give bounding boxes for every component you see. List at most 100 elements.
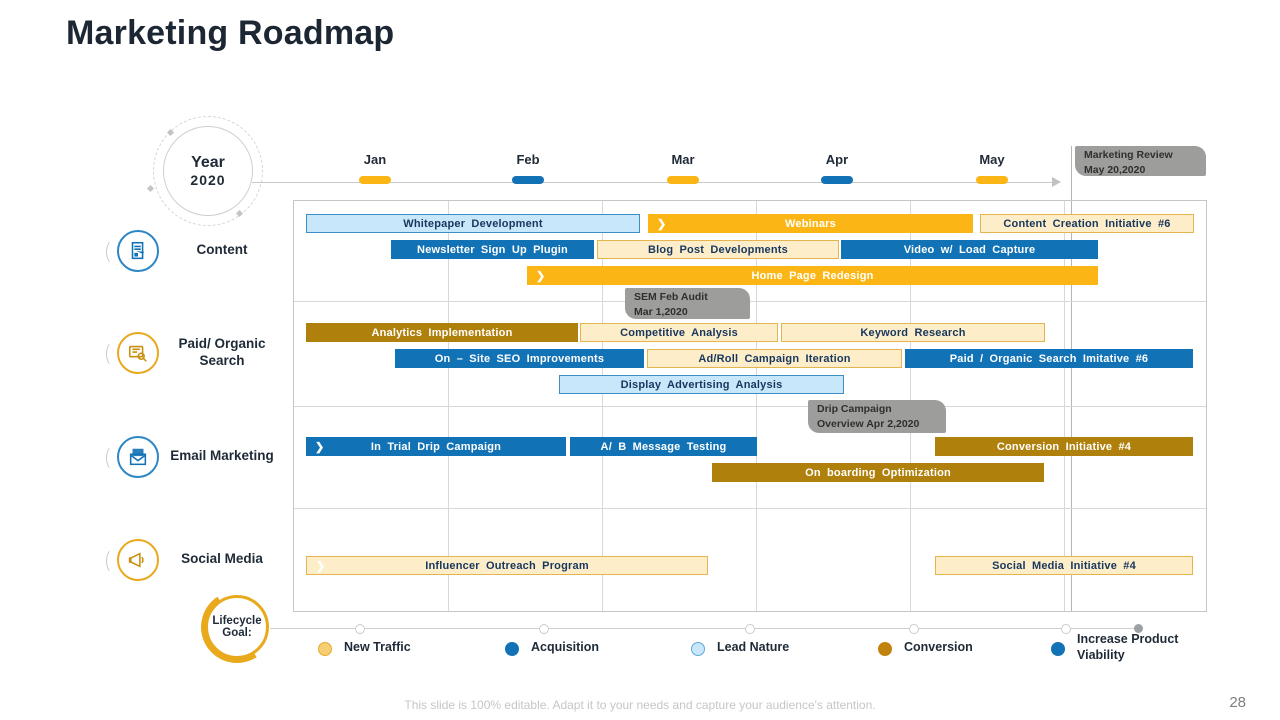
- bar-label: Influencer Outreach Program: [425, 559, 589, 572]
- month-label: Apr: [825, 152, 849, 167]
- bar-conversion-initiative-4: Conversion Initiative #4: [935, 437, 1193, 456]
- bar-analytics-implementation: Analytics Implementation: [306, 323, 578, 342]
- row-label-social-media: Social Media: [181, 551, 263, 566]
- callout-line1: Drip Campaign: [817, 403, 892, 415]
- legend-label: New Traffic: [344, 640, 411, 654]
- email-icon: [117, 436, 159, 478]
- timeline-month-feb: Feb: [483, 152, 573, 184]
- legend-line-dot: [909, 624, 919, 634]
- review-drop-line: [1071, 146, 1072, 612]
- legend-line: [270, 628, 1138, 629]
- bar-label: Analytics Implementation: [371, 326, 513, 339]
- bar-influencer-outreach-program: ❯ Influencer Outreach Program: [306, 556, 708, 575]
- legend-item-new-traffic: New Traffic: [318, 640, 411, 656]
- chevron-right-icon: ❯: [536, 270, 546, 282]
- bar-on-site-seo-improvements: On – Site SEO Improvements: [395, 349, 644, 368]
- month-label: Feb: [516, 152, 540, 167]
- legend-line-dot: [539, 624, 549, 634]
- legend-line-dot: [745, 624, 755, 634]
- bar-a-b-message-testing: A/ B Message Testing: [570, 437, 757, 456]
- bar-label: On boarding Optimization: [805, 466, 951, 479]
- bar-label: Newsletter Sign Up Plugin: [417, 243, 568, 256]
- chevron-right-icon: ❯: [657, 218, 667, 230]
- legend-item-increase-product-viability: Increase Product Viability: [1051, 632, 1189, 663]
- legend-dot: [505, 642, 519, 656]
- legend-label: Increase Product Viability: [1077, 632, 1179, 662]
- legend-item-lead-nature: Lead Nature: [691, 640, 789, 656]
- grid-line: [294, 406, 1206, 407]
- bar-label: Conversion Initiative #4: [996, 440, 1132, 453]
- legend-line-end-dot: [1134, 624, 1143, 633]
- lifecycle-label-1: Lifecycle: [212, 615, 262, 627]
- grid-line: [294, 301, 1206, 302]
- bar-keyword-research: Keyword Research: [781, 323, 1045, 342]
- legend-item-acquisition: Acquisition: [505, 640, 599, 656]
- lifecycle-label-2: Goal:: [222, 627, 252, 639]
- chevron-right-icon: ❯: [316, 560, 326, 572]
- bar-blog-post-developments: Blog Post Developments: [597, 240, 839, 259]
- legend-dot: [1051, 642, 1065, 656]
- bar-whitepaper-development: Whitepaper Development: [306, 214, 640, 233]
- callout-line1: SEM Feb Audit: [634, 291, 708, 303]
- bar-home-page-redesign: ❯ Home Page Redesign: [527, 266, 1098, 285]
- bar-label: Social Media Initiative #4: [992, 559, 1136, 572]
- bar-video-w-load-capture: Video w/ Load Capture: [841, 240, 1098, 259]
- lifecycle-goal-badge: Lifecycle Goal:: [205, 595, 269, 659]
- bar-label: Home Page Redesign: [751, 269, 874, 282]
- row-label-email-marketing: Email Marketing: [170, 448, 274, 463]
- month-label: May: [979, 152, 1005, 167]
- bar-label: Webinars: [785, 217, 836, 230]
- month-marker: [667, 176, 699, 184]
- month-label: Jan: [363, 152, 387, 167]
- legend-line-dot: [355, 624, 365, 634]
- legend-line-dot: [1061, 624, 1071, 634]
- icon-bracket-left: [106, 548, 123, 574]
- decoration-square: [146, 184, 155, 193]
- bar-label: Content Creation Initiative #6: [1003, 217, 1171, 230]
- bar-label: Paid / Organic Search Imitative #6: [949, 352, 1149, 365]
- timeline-month-jan: Jan: [330, 152, 420, 184]
- month-marker: [359, 176, 391, 184]
- timeline-month-mar: Mar: [638, 152, 728, 184]
- bar-in-trial-drip-campaign: ❯ In Trial Drip Campaign: [306, 437, 566, 456]
- search-report-icon: [117, 332, 159, 374]
- bar-label: Keyword Research: [860, 326, 966, 339]
- bar-label: In Trial Drip Campaign: [370, 440, 502, 453]
- callout-line1: Marketing Review: [1084, 149, 1173, 161]
- bar-label: Whitepaper Development: [403, 217, 543, 230]
- page-title: Marketing Roadmap: [66, 14, 395, 52]
- megaphone-icon: [117, 539, 159, 581]
- bar-social-media-initiative-4: Social Media Initiative #4: [935, 556, 1193, 575]
- timeline-month-apr: Apr: [792, 152, 882, 184]
- bar-display-advertising-analysis: Display Advertising Analysis: [559, 375, 844, 394]
- icon-bracket-left: [106, 239, 123, 265]
- bar-label: Competitive Analysis: [620, 326, 738, 339]
- month-marker: [512, 176, 544, 184]
- year-value: 2020: [190, 172, 226, 188]
- bar-on-boarding-optimization: On boarding Optimization: [712, 463, 1044, 482]
- month-marker: [821, 176, 853, 184]
- legend-dot: [318, 642, 332, 656]
- footer-note: This slide is 100% editable. Adapt it to…: [404, 698, 876, 712]
- year-circle-decoration: [153, 116, 263, 226]
- callout-marketing-review: Marketing Review May 20,2020: [1075, 146, 1206, 176]
- bar-label: Display Advertising Analysis: [620, 378, 783, 391]
- legend-item-conversion: Conversion: [878, 640, 973, 656]
- chevron-right-icon: ❯: [315, 441, 325, 453]
- row-label-content: Content: [196, 242, 248, 257]
- timeline-month-may: May: [947, 152, 1037, 184]
- legend-label: Acquisition: [531, 640, 600, 654]
- bar-label: Video w/ Load Capture: [903, 243, 1036, 256]
- page-number: 28: [1229, 694, 1246, 711]
- month-label: Mar: [671, 152, 695, 167]
- callout-line2: Overview Apr 2,2020: [817, 417, 920, 430]
- legend-dot: [691, 642, 705, 656]
- callout-line2: Mar 1,2020: [634, 305, 688, 318]
- callout-line2: May 20,2020: [1084, 163, 1146, 176]
- bar-label: Ad/Roll Campaign Iteration: [698, 352, 851, 365]
- grid-line: [294, 508, 1206, 509]
- icon-bracket-left: [106, 341, 123, 367]
